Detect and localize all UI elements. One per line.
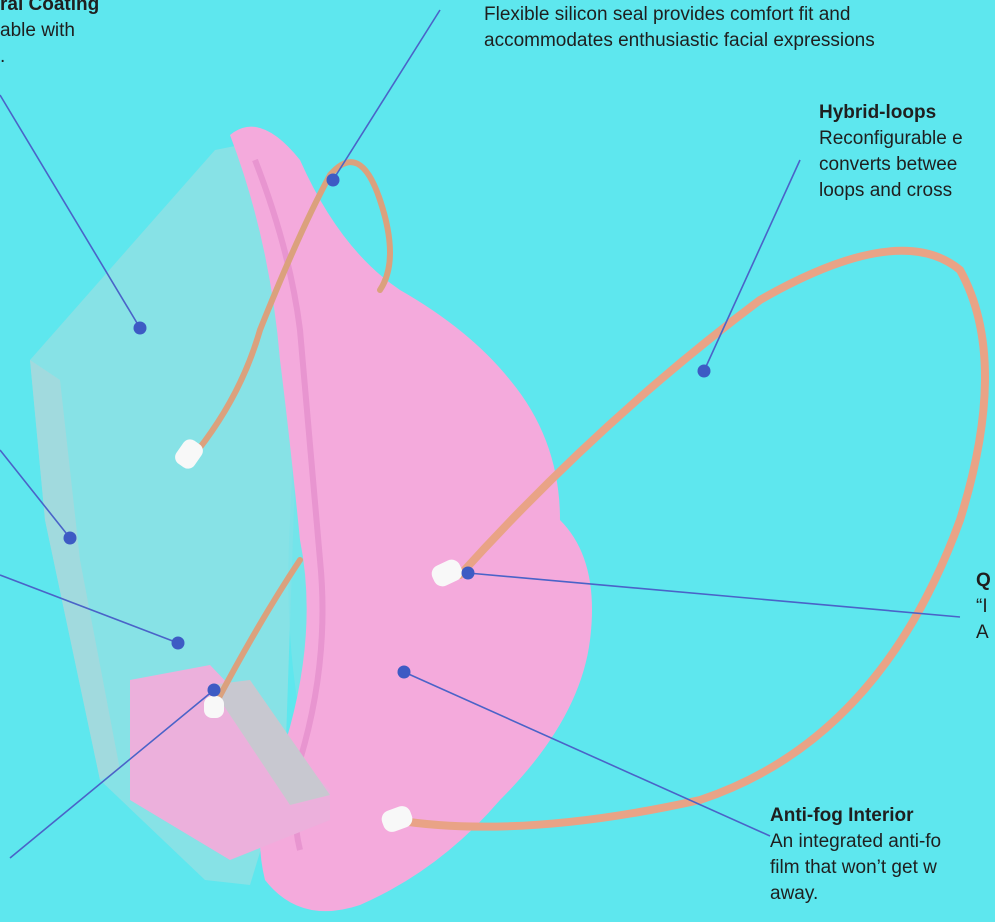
callout-loops-line-1: Reconfigurable e <box>819 126 963 152</box>
callout-seal-line-1: Flexible silicon seal provides comfort f… <box>484 2 875 28</box>
callout-coating: ral Coating able with . <box>0 0 99 70</box>
dot-shield <box>172 637 185 650</box>
dot-seal <box>327 174 340 187</box>
callout-loops: Hybrid-loops Reconfigurable e converts b… <box>819 100 963 204</box>
callout-clip-line-2: A <box>976 620 991 646</box>
callout-clip-line-1: “I <box>976 594 991 620</box>
dot-pocket <box>208 684 221 697</box>
callout-antifog-line-2: film that won’t get w <box>770 855 941 881</box>
callout-seal: Flexible silicon seal provides comfort f… <box>484 2 875 54</box>
callout-coating-title: ral Coating <box>0 0 99 18</box>
dot-clip <box>462 567 475 580</box>
leader-seal <box>333 10 440 180</box>
callout-seal-line-2: accommodates enthusiastic facial express… <box>484 28 875 54</box>
callout-loops-title: Hybrid-loops <box>819 100 963 126</box>
leader-loops <box>704 160 800 371</box>
clip-lower <box>204 696 224 718</box>
callout-loops-line-2: converts betwee <box>819 152 963 178</box>
callout-antifog-line-1: An integrated anti-fo <box>770 829 941 855</box>
callout-clip: Q “I A <box>976 568 991 646</box>
callout-coating-line-1: able with <box>0 18 99 44</box>
callout-clip-title: Q <box>976 568 991 594</box>
callout-loops-line-3: loops and cross <box>819 178 963 204</box>
dot-edge <box>64 532 77 545</box>
callout-antifog: Anti-fog Interior An integrated anti-fo … <box>770 803 941 907</box>
leader-coating <box>0 95 140 328</box>
dot-antifog <box>398 666 411 679</box>
dot-coating <box>134 322 147 335</box>
callout-antifog-title: Anti-fog Interior <box>770 803 941 829</box>
callout-coating-line-2: . <box>0 44 99 70</box>
callout-antifog-line-3: away. <box>770 881 941 907</box>
dot-loops <box>698 365 711 378</box>
